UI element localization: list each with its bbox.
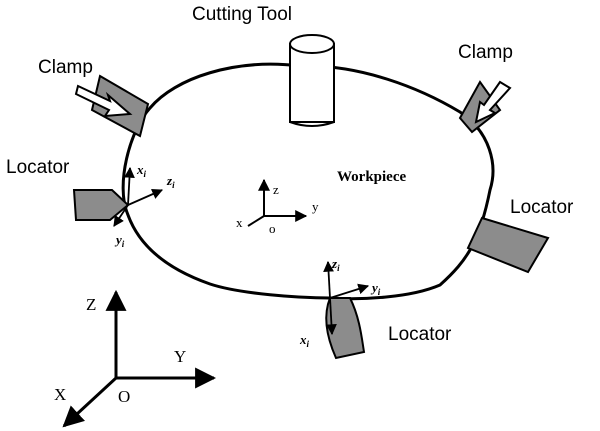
center-y-label: y xyxy=(312,199,319,214)
cutting-tool-label: Cutting Tool xyxy=(192,4,292,25)
local-bottom-y-label: yi xyxy=(370,280,381,297)
cutting-tool xyxy=(289,34,335,127)
global-z-label: Z xyxy=(86,295,96,314)
locator-right-label: Locator xyxy=(510,197,574,218)
global-frame xyxy=(62,289,217,428)
locator-bottom-label: Locator xyxy=(388,324,452,345)
center-frame xyxy=(247,178,308,227)
locator-left-label: Locator xyxy=(6,157,70,178)
global-origin-label: O xyxy=(118,387,130,406)
clamp-right-label: Clamp xyxy=(458,42,513,63)
center-origin-label: o xyxy=(269,221,276,236)
locator-left xyxy=(72,189,130,221)
local-left-z-label: zi xyxy=(166,173,175,190)
center-x-label: x xyxy=(236,215,243,230)
clamp-left-label: Clamp xyxy=(38,57,93,78)
center-z-label: z xyxy=(273,182,279,197)
local-frame-left xyxy=(113,166,163,227)
global-x-label: X xyxy=(54,385,66,404)
local-frame-bottom xyxy=(323,260,370,336)
workpiece-label: Workpiece xyxy=(337,169,406,185)
locator-bottom xyxy=(325,297,366,360)
local-bottom-x-label: xi xyxy=(299,332,310,349)
locator-right xyxy=(466,216,550,274)
clamp-right xyxy=(458,80,512,134)
clamp-left xyxy=(74,74,150,138)
local-bottom-z-label: zi xyxy=(331,256,340,273)
global-y-label: Y xyxy=(174,347,186,366)
local-left-y-label: yi xyxy=(114,232,125,249)
local-left-x-label: xi xyxy=(136,162,147,179)
